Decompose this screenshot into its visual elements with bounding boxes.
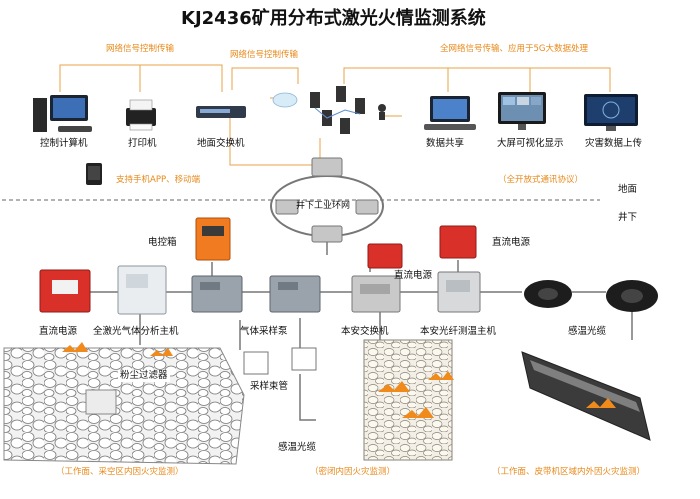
top-network-lines bbox=[59, 64, 611, 166]
data-share-icon[interactable] bbox=[424, 96, 476, 130]
sensor-box bbox=[291, 347, 317, 371]
belt-conveyor bbox=[521, 351, 651, 441]
label-analyzer: 全激光气体分析主机 bbox=[93, 326, 179, 337]
page-title: KJ2436矿用分布式激光火情监测系统 bbox=[181, 8, 486, 29]
label-data-share: 数据共享 bbox=[426, 138, 465, 149]
control-pc-icon[interactable] bbox=[33, 95, 92, 132]
big-screen-icon[interactable] bbox=[498, 92, 546, 130]
label-printer: 打印机 bbox=[128, 138, 157, 149]
ring-node bbox=[275, 157, 379, 243]
label-temp-cable-right: 感温光缆 bbox=[568, 326, 607, 337]
server-cluster-icon bbox=[272, 86, 386, 134]
label-dc-power-left: 直流电源 bbox=[39, 326, 78, 337]
level-surface: 地面 bbox=[618, 184, 638, 195]
dc-power-right-icon[interactable] bbox=[439, 225, 477, 259]
label-disaster-upload: 灾害数据上传 bbox=[585, 138, 643, 149]
link-label-mid: 网络信号控制传输 bbox=[230, 50, 299, 60]
caption-left: （工作面、采空区内因火灾监测） bbox=[56, 467, 184, 477]
switch-icon[interactable] bbox=[351, 275, 401, 313]
sampling-tube-line bbox=[299, 374, 316, 421]
label-bundle-tube: 采样束管 bbox=[250, 381, 289, 392]
label-dc-power-mid: 直流电源 bbox=[394, 270, 433, 281]
label-temp-cable-mid: 感温光缆 bbox=[278, 442, 317, 453]
caption-mid: （密闭内因火灾监测） bbox=[310, 467, 396, 477]
level-underground: 井下 bbox=[618, 212, 638, 223]
ring-label: 井下工业环网 bbox=[296, 201, 351, 211]
surface-switch-icon[interactable] bbox=[196, 106, 246, 118]
goaf-area bbox=[3, 342, 245, 465]
dc-power-mid-icon[interactable] bbox=[367, 243, 403, 269]
sampling-pump-icon[interactable] bbox=[191, 275, 321, 313]
label-control-box: 电控箱 bbox=[148, 237, 177, 248]
control-box-icon[interactable] bbox=[195, 217, 231, 261]
fiber-host-icon[interactable] bbox=[437, 271, 481, 313]
label-fiber-host: 本安光纤测温主机 bbox=[420, 326, 497, 337]
label-dc-power-right: 直流电源 bbox=[492, 237, 531, 248]
dc-power-left-icon[interactable] bbox=[39, 269, 91, 313]
mobile-note: 支持手机APP、移动端 bbox=[116, 175, 201, 185]
caption-right: （工作面、皮带机区域内外因火灾监测） bbox=[492, 467, 646, 477]
fiber-reel-icon bbox=[524, 280, 658, 312]
protocol-note: （全开放式通讯协议） bbox=[498, 175, 584, 185]
label-big-screen: 大屏可视化显示 bbox=[497, 138, 564, 149]
analyzer-icon[interactable] bbox=[117, 265, 167, 315]
sensor-box bbox=[243, 351, 269, 375]
label-control-pc: 控制计算机 bbox=[40, 138, 88, 149]
link-label-right: 全网络信号传输、应用于5G大数据处理 bbox=[440, 44, 588, 54]
label-sampling-pump: 气体采样泵 bbox=[240, 326, 288, 337]
mobile-icon[interactable] bbox=[86, 163, 102, 185]
label-switch: 本安交换机 bbox=[341, 326, 389, 337]
disaster-upload-icon[interactable] bbox=[584, 94, 638, 131]
label-dust-filter: 粉尘过滤器 bbox=[118, 370, 170, 382]
label-surface-switch: 地面交换机 bbox=[197, 138, 245, 149]
printer-icon[interactable] bbox=[126, 99, 156, 131]
sealed-zone bbox=[363, 339, 454, 461]
link-label-left: 网络信号控制传输 bbox=[106, 44, 175, 54]
